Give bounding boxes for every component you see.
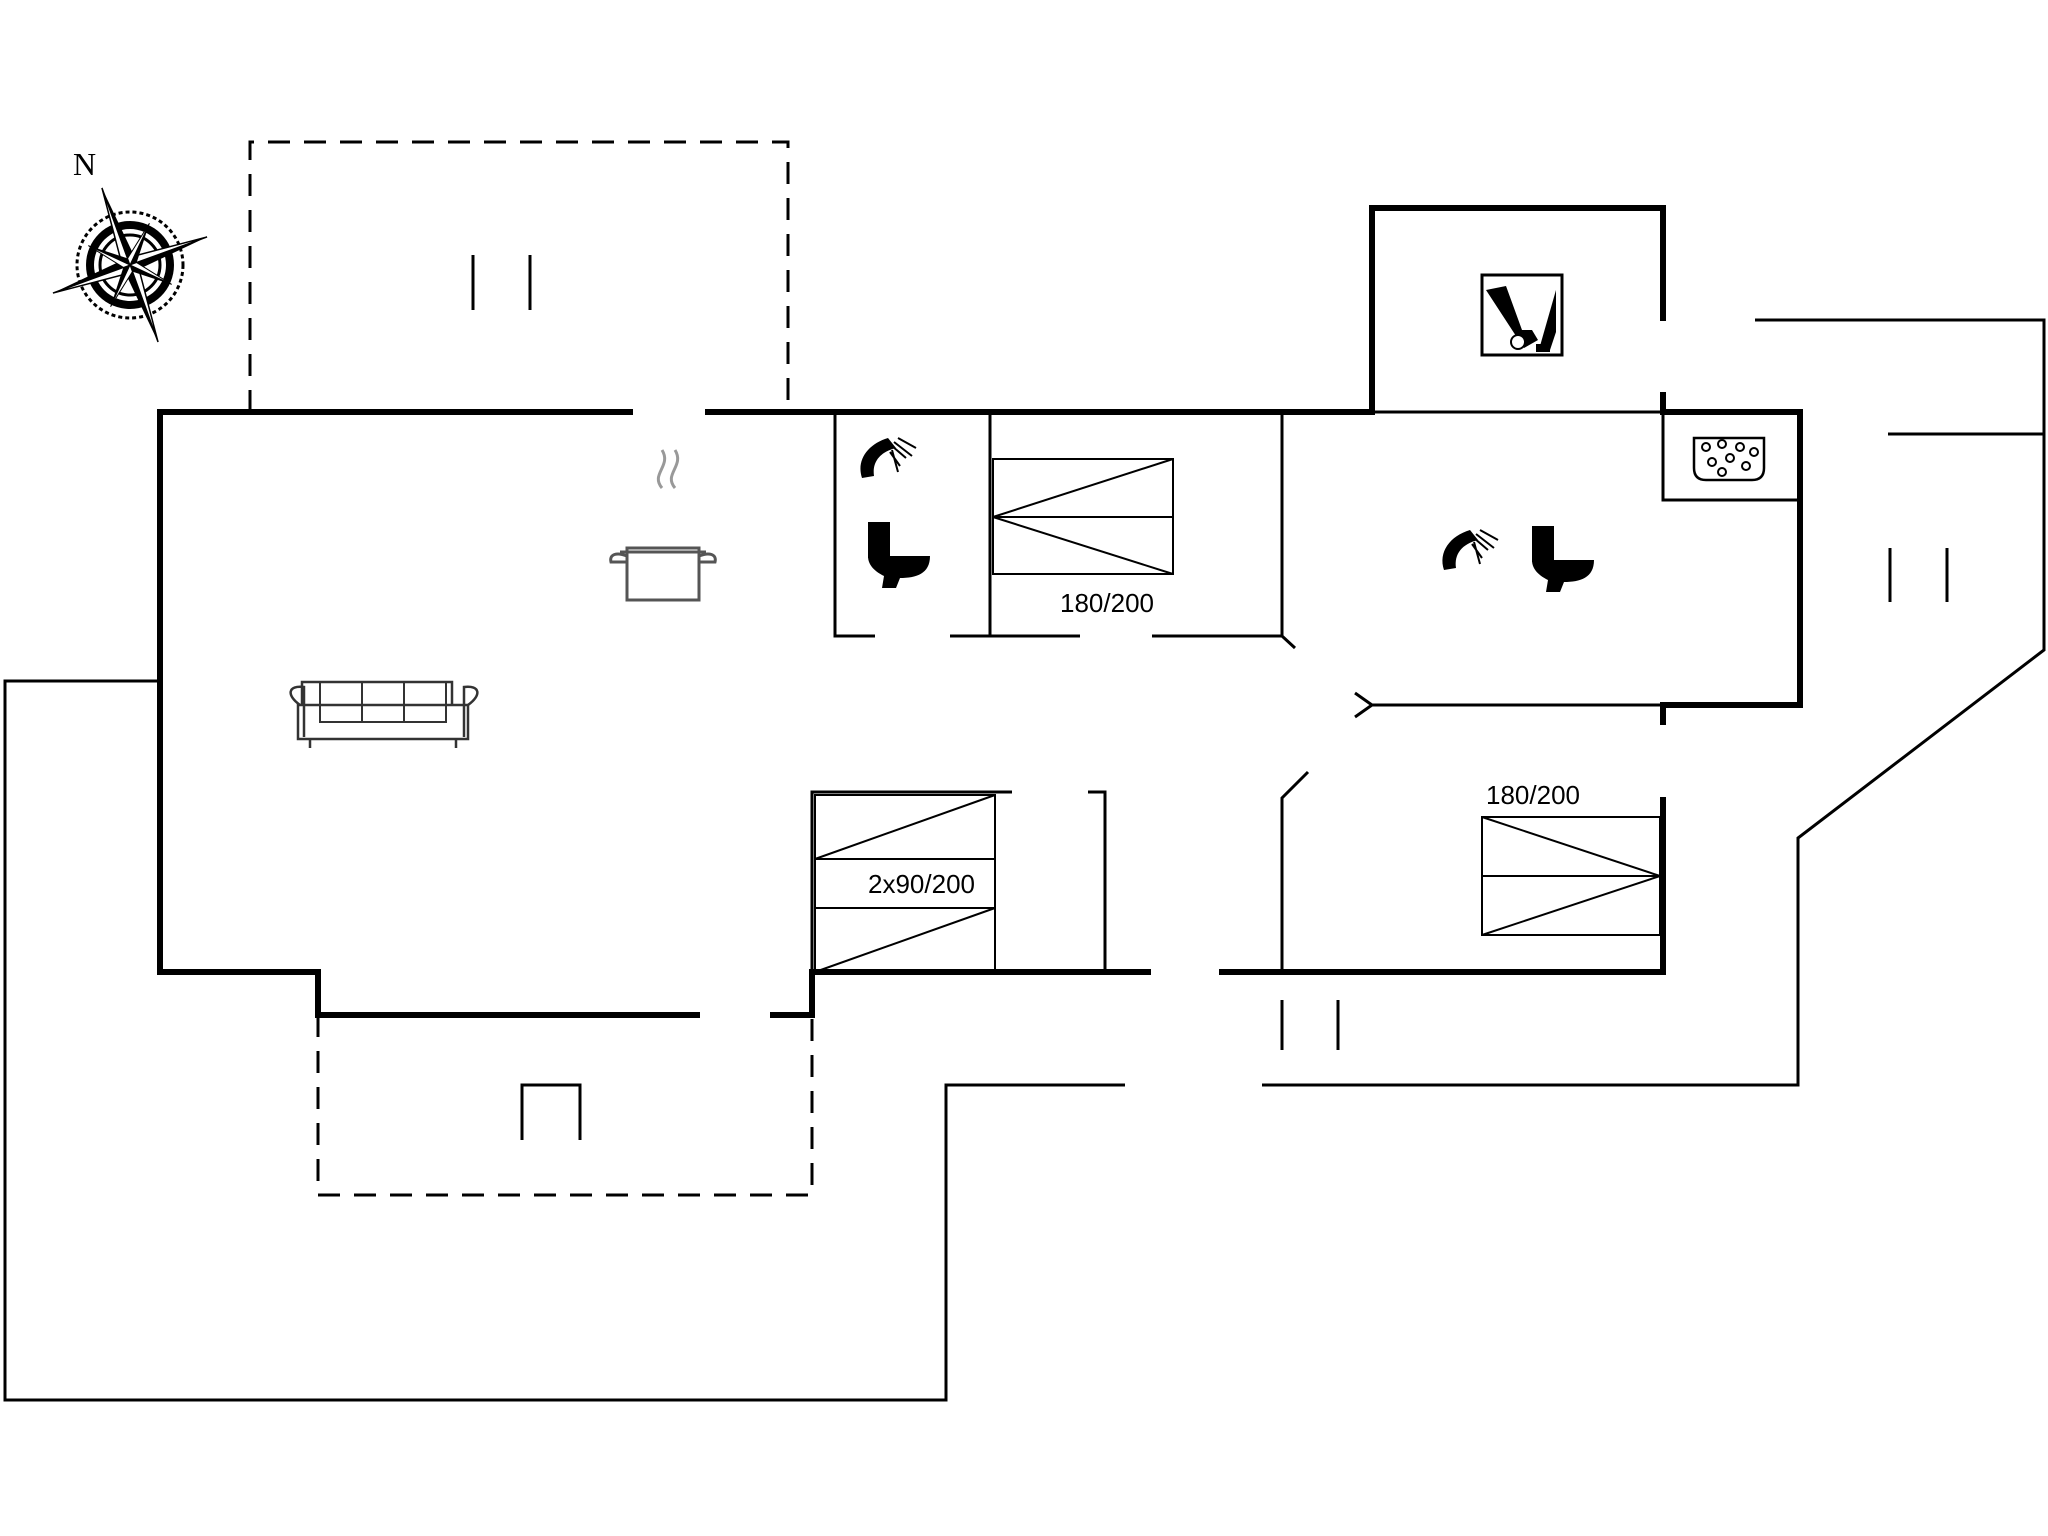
- cooking-pot-icon: [609, 450, 717, 602]
- whirlpool-icon: [1692, 436, 1766, 482]
- terrace-outline: [3, 318, 2046, 1402]
- interior-walls: [810, 410, 1949, 1050]
- toilet-icon: [868, 522, 930, 588]
- double-bed-1: [992, 458, 1174, 575]
- compass-rose-icon: [52, 187, 208, 343]
- sofa-icon: [289, 680, 479, 748]
- shower-icon: [860, 437, 917, 478]
- bed-label-double-2: 180/200: [1486, 780, 1580, 810]
- compass-north-label: N: [73, 146, 96, 182]
- shower-icon-2: [1442, 529, 1499, 570]
- utility-room-icon: [1480, 273, 1564, 357]
- bed-label-double-1: 180/200: [1060, 588, 1154, 618]
- twin-beds: [814, 794, 996, 974]
- covered-terrace-south: [316, 1015, 814, 1197]
- bed-label-twin: 2x90/200: [868, 869, 975, 899]
- toilet-icon-2: [1532, 526, 1594, 592]
- double-bed-2: [1481, 816, 1661, 936]
- covered-terrace-north: [248, 140, 790, 412]
